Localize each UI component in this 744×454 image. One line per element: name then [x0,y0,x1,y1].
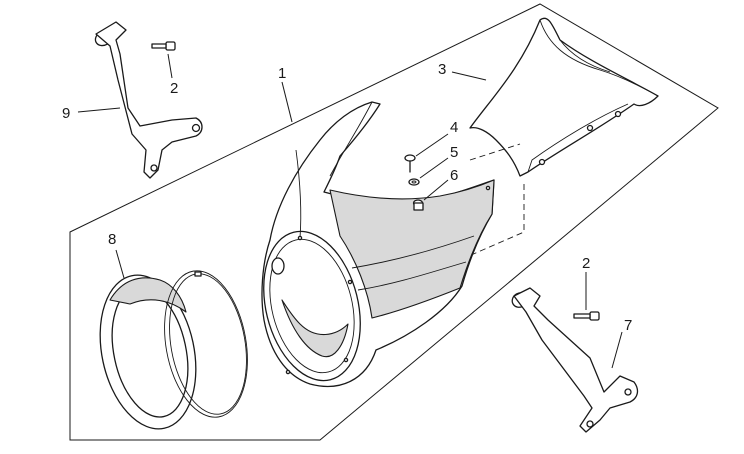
callout-8: 8 [108,231,116,248]
screw-part [404,154,416,173]
washer-part [408,178,420,186]
leader-lines [77,53,623,369]
assembly-frame [69,3,719,441]
grommet-part [412,199,424,211]
callout-3: 3 [438,61,446,78]
callout-6: 6 [450,167,458,184]
callout-5: 5 [450,144,458,161]
headlight-trim-ring [99,274,197,430]
fastener-stack [404,154,424,211]
callout-9: 9 [62,105,70,122]
upper-fairing-part [469,17,659,177]
headlight-fairing-part [261,101,495,388]
right-mounting-bracket [511,287,639,433]
left-mounting-bracket [94,21,203,179]
callout-1: 1 [278,65,286,82]
alignment-line-middle [469,143,521,161]
retaining-ring [164,270,248,418]
bolt-upper [151,41,176,51]
callout-2-upper: 2 [170,80,178,97]
bolt-lower [573,311,600,321]
callout-2-lower: 2 [582,255,590,272]
callout-7: 7 [624,317,632,334]
callout-4: 4 [450,119,458,136]
